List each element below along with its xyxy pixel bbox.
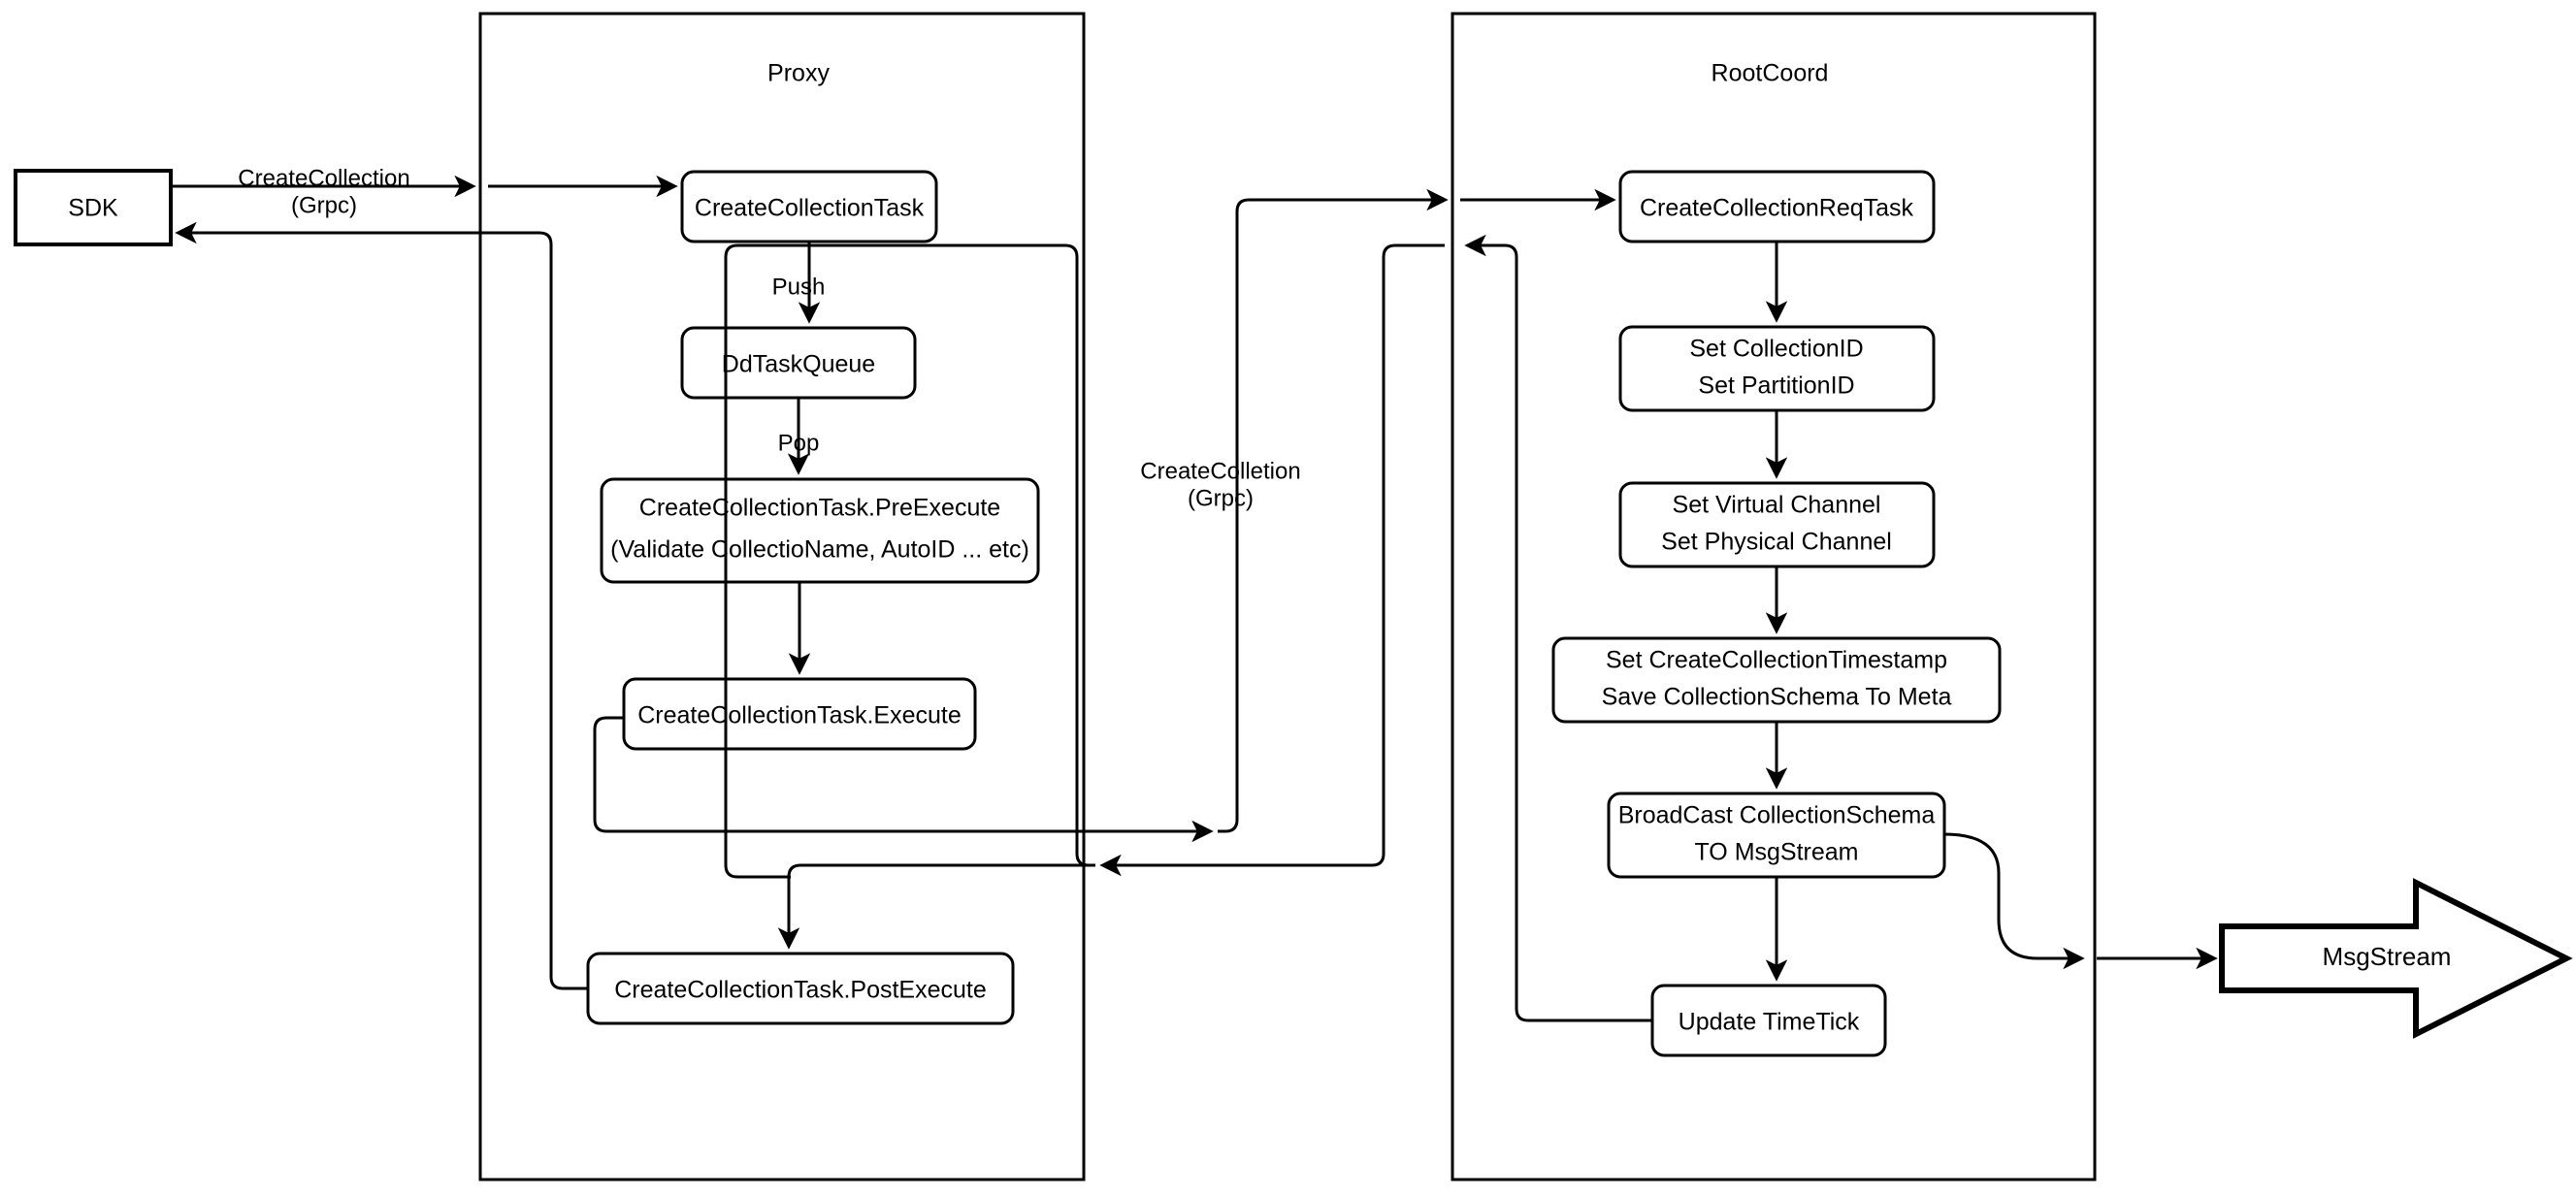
edge-execute-to-rootcoord-leg1 (593, 716, 1214, 843)
node-post-execute-label: CreateCollectionTask.PostExecute (614, 977, 987, 1004)
edge-broadcast-to-msgstream-leg1 (1943, 832, 2085, 970)
node-create-collection-req-task-label: CreateCollectionReqTask (1640, 195, 1914, 222)
node-execute-label: CreateCollectionTask.Execute (637, 702, 962, 729)
node-dd-task-queue-label: DdTaskQueue (722, 351, 875, 378)
node-pre-execute-line1: CreateCollectionTask.PreExecute (639, 495, 1000, 522)
node-set-channels-line2: Set Physical Channel (1661, 529, 1892, 556)
edge-label-sdk-to-proxy-line2: (Grpc) (291, 192, 357, 218)
edge-label-push: Push (772, 274, 826, 300)
node-sdk-label: SDK (68, 195, 118, 222)
edge-helper-hidden (724, 243, 1095, 879)
panel-proxy-title: Proxy (767, 60, 830, 87)
edge-label-pop: Pop (778, 430, 820, 456)
node-update-timetick-label: Update TimeTick (1679, 1009, 1860, 1036)
node-create-collection-task-label: CreateCollectionTask (695, 195, 925, 222)
node-set-channels-line1: Set Virtual Channel (1673, 492, 1881, 519)
node-broadcast-line1: BroadCast CollectionSchema (1618, 802, 1936, 829)
edge-timetick-to-boundary (1464, 234, 1652, 1022)
edge-execute-to-rootcoord-leg2 (1218, 188, 1449, 833)
edge-label-proxy-to-rootcoord-line2: (Grpc) (1188, 485, 1254, 511)
node-save-meta-line2: Save CollectionSchema To Meta (1602, 684, 1952, 711)
edge-rootcoord-to-proxy-leg1 (1099, 243, 1445, 877)
node-pre-execute-line2: (Validate CollectioName, AutoID ... etc) (610, 536, 1029, 564)
node-sdk[interactable] (14, 169, 173, 246)
node-broadcast-line2: TO MsgStream (1694, 839, 1858, 866)
node-save-meta-line1: Set CreateCollectionTimestamp (1606, 647, 1947, 674)
edge-proxy-to-postexecute (777, 863, 1095, 950)
node-execute[interactable] (622, 677, 977, 751)
node-msgstream[interactable] (2219, 878, 2573, 1039)
panel-rootcoord-title: RootCoord (1712, 60, 1829, 87)
edge-label-sdk-to-proxy-line1: CreateCollection (238, 165, 409, 191)
edge-label-proxy-to-rootcoord-line1: CreateColletion (1140, 458, 1300, 484)
node-set-ids-line2: Set PartitionID (1698, 372, 1854, 400)
node-msgstream-label: MsgStream (2323, 942, 2452, 971)
node-set-ids-line1: Set CollectionID (1689, 336, 1863, 363)
node-pre-execute[interactable] (600, 477, 1040, 584)
edge-postexecute-to-sdk (175, 221, 588, 990)
